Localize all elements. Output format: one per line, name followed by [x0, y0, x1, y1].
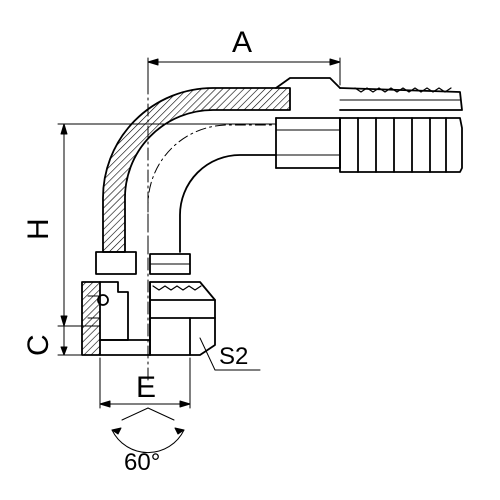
dimension-e: [99, 357, 191, 409]
nipple-seat: [95, 251, 191, 275]
label-e: E: [136, 371, 156, 404]
swivel-nut: [81, 281, 216, 356]
dimension-s2: [199, 337, 261, 371]
hose-tail: [275, 77, 463, 173]
label-c: C: [22, 334, 55, 356]
dimension-a: [147, 57, 341, 86]
dimension-h: [57, 123, 277, 327]
label-h: H: [22, 218, 55, 240]
label-a: A: [232, 26, 252, 59]
label-angle: 60°: [124, 449, 160, 476]
bent-tube-section: [102, 87, 291, 253]
angle-60: [111, 407, 185, 453]
dimension-c: [57, 325, 83, 356]
label-s2: S2: [219, 343, 248, 370]
